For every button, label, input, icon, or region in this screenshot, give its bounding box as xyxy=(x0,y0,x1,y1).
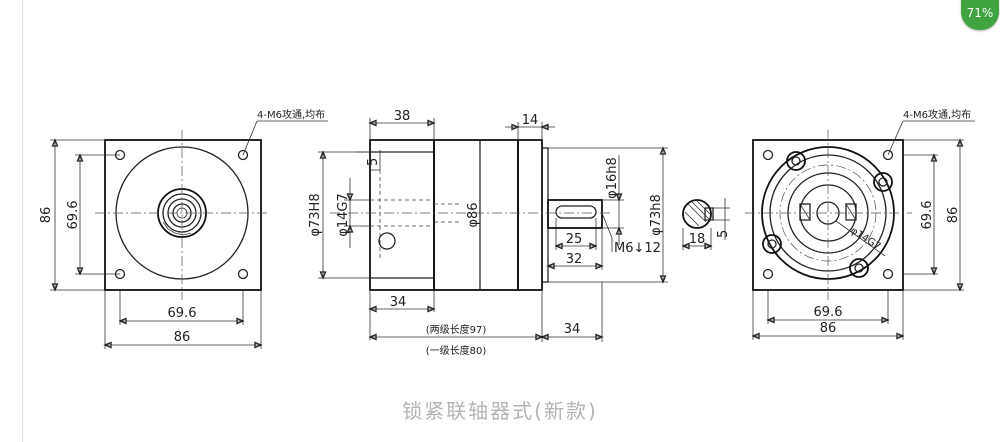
side-dim-M6: M6↓12 xyxy=(614,241,661,256)
right-clamp-slot-right xyxy=(845,203,857,221)
side-clamp-hole xyxy=(378,232,396,250)
key-dim-18: 18 xyxy=(689,232,706,247)
left-dim-86-vertical: 86 xyxy=(39,207,54,224)
right-hole-tr xyxy=(882,149,894,161)
key-slot xyxy=(704,207,714,221)
right-rear-view: 4-M6攻通,均布 φ14G7 69.6 86 69.6 86 xyxy=(745,108,975,340)
side-dim-73H8: φ73H8 xyxy=(308,193,323,236)
left-hole-tr xyxy=(237,149,249,161)
left-collar-teeth xyxy=(162,221,192,236)
left-flange-outline xyxy=(104,139,262,291)
key-shaft-hatch xyxy=(684,200,711,227)
right-dim-86-horizontal: 86 xyxy=(820,321,837,336)
side-dim-14: 14 xyxy=(522,113,539,128)
side-dim-34-right: 34 xyxy=(564,322,581,337)
side-dim-32: 32 xyxy=(566,252,583,267)
side-dim-86: φ86 xyxy=(466,202,481,227)
left-hole-note: 4-M6攻通,均布 xyxy=(257,108,325,121)
key-dim-5: 5 xyxy=(716,230,731,238)
side-output-ring xyxy=(541,147,549,283)
right-dim-69-6-vertical: 69.6 xyxy=(920,201,935,230)
side-dim-5: 5 xyxy=(366,158,381,166)
right-dim-14G7: φ14G7 xyxy=(848,225,882,252)
left-front-view: 4-M6攻通,均布 69.6 86 86 69.6 xyxy=(39,108,328,349)
right-dim-69-6-horizontal: 69.6 xyxy=(814,305,843,320)
right-clamp-slot-left xyxy=(799,203,811,221)
left-dim-69-6-vertical: 69.6 xyxy=(66,201,81,230)
side-dim-two-stage: (两级长度97) xyxy=(426,323,487,336)
right-hole-br xyxy=(882,268,894,280)
side-dim-14G7: φ14G7 xyxy=(336,193,351,236)
right-counterbore-holes xyxy=(762,151,893,278)
side-dim-16h8: φ16h8 xyxy=(605,157,620,199)
left-dim-86-horizontal: 86 xyxy=(174,330,191,345)
page-left-border xyxy=(22,0,23,442)
key-section-view: 18 5 xyxy=(681,198,731,250)
right-hole-bl xyxy=(762,268,774,280)
drawing-caption: 锁紧联轴器式(新款) xyxy=(402,399,598,423)
right-hole-tl xyxy=(762,149,774,161)
zoom-badge[interactable]: 71% xyxy=(961,0,999,30)
left-hole-br xyxy=(237,268,249,280)
side-output-flange xyxy=(517,139,543,291)
side-dim-73h8: φ73h8 xyxy=(649,194,664,236)
left-dim-69-6-horizontal: 69.6 xyxy=(168,306,197,321)
side-dim-one-stage: (一级长度80) xyxy=(426,344,487,357)
side-dim-25: 25 xyxy=(566,232,583,247)
side-dim-38: 38 xyxy=(394,109,411,124)
key-shaft-section xyxy=(682,199,712,229)
right-hole-note: 4-M6攻通,均布 xyxy=(903,108,971,121)
side-dim-34-bottom: 34 xyxy=(390,295,407,310)
right-dim-86-vertical: 86 xyxy=(946,207,961,224)
side-view: 38 14 5 φ73H8 φ14G7 φ86 φ16h8 xyxy=(308,109,668,357)
side-shaft-key xyxy=(555,205,597,219)
